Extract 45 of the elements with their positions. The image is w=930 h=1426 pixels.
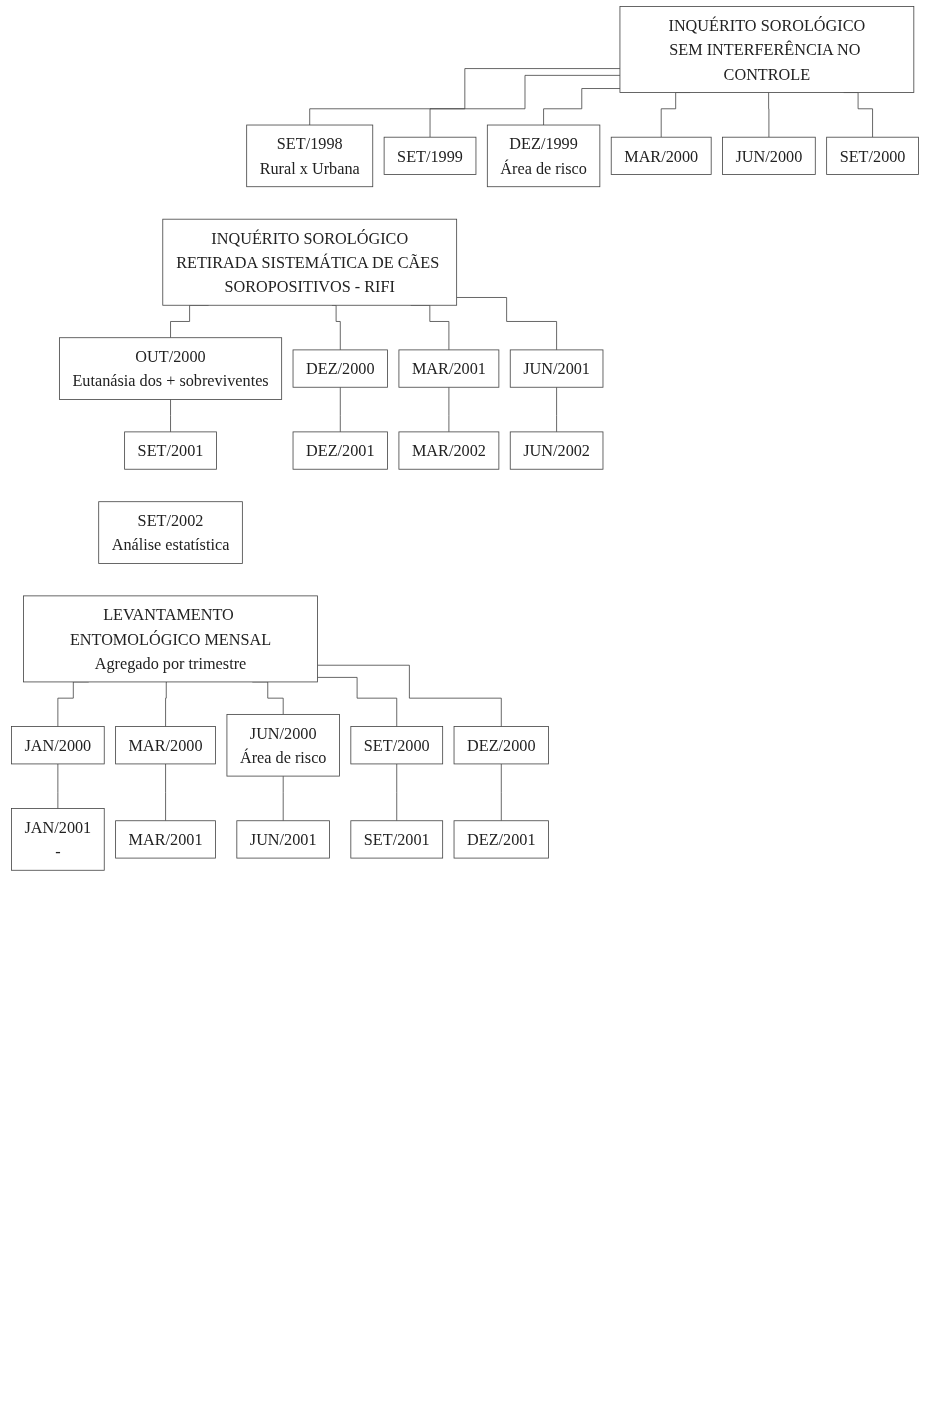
node-box: SET/2001 xyxy=(124,431,217,470)
node-box: JAN/2001 - xyxy=(11,808,105,871)
node-box: JUN/2002 xyxy=(509,431,604,470)
connector xyxy=(456,297,557,351)
node-box: JAN/2000 xyxy=(11,726,105,765)
connector xyxy=(767,92,770,138)
connector xyxy=(543,88,621,126)
node-box: MAR/2001 xyxy=(398,349,500,388)
node-box: JUN/2000 Área de risco xyxy=(226,714,340,777)
connector xyxy=(396,763,398,822)
node-box: MAR/2000 xyxy=(610,136,712,175)
node-box: LEVANTAMENTO ENTOMOLÓGICO MENSAL Agregado por trimestre xyxy=(23,595,318,683)
node-box: SET/2000 xyxy=(826,136,919,175)
connector xyxy=(556,386,557,433)
connector xyxy=(448,386,450,433)
connector xyxy=(429,74,621,138)
connector xyxy=(170,399,171,433)
node-box: JUN/2001 xyxy=(236,820,330,859)
connector xyxy=(165,681,168,727)
node-box: JUN/2001 xyxy=(509,349,604,388)
connector xyxy=(282,775,284,822)
connector xyxy=(165,763,166,822)
node-box: SET/1999 xyxy=(383,136,477,175)
connector xyxy=(500,763,502,822)
node-box: INQUÉRITO SOROLÓGICO RETIRADA SISTEMÁTICA DE CÃES SOROPOSITIVOS - RIFI xyxy=(162,218,458,306)
node-box: SET/2001 xyxy=(350,820,444,859)
node-box: DEZ/2001 xyxy=(292,431,388,470)
connector xyxy=(339,386,341,433)
node-box: JUN/2000 xyxy=(722,136,816,175)
node-box: MAR/2000 xyxy=(115,726,216,765)
node-box: DEZ/2000 xyxy=(292,349,388,388)
node-box: OUT/2000 Eutanásia dos + sobreviventes xyxy=(59,337,283,400)
connector xyxy=(317,664,502,727)
node-box: MAR/2002 xyxy=(398,431,500,470)
node-box: SET/2000 xyxy=(350,726,444,765)
node-box: DEZ/2001 xyxy=(453,820,549,859)
node-box: INQUÉRITO SOROLÓGICO SEM INTERFERÊNCIA NO CONTROLE xyxy=(619,6,915,93)
connector xyxy=(57,763,59,809)
node-box: DEZ/2000 xyxy=(453,726,549,765)
node-box: MAR/2001 xyxy=(115,820,216,859)
node-box: SET/1998 Rural x Urbana xyxy=(246,124,374,188)
connector xyxy=(309,68,621,126)
node-box: SET/2002 Análise estatística xyxy=(98,501,243,564)
connector xyxy=(317,677,398,727)
node-box: DEZ/1999 Área de risco xyxy=(486,124,601,188)
